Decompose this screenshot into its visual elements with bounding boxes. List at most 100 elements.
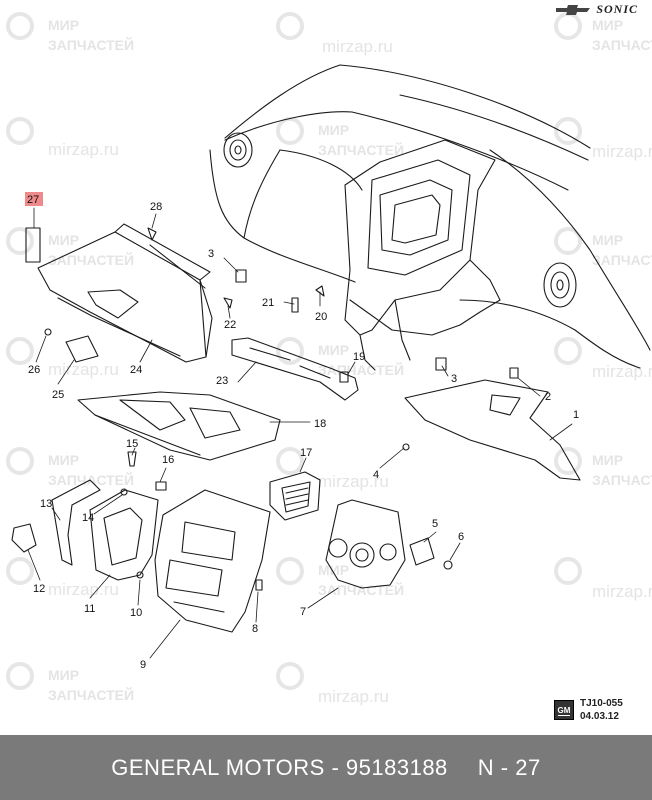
watermark: МИР ЗАПЧАСТЕЙ	[6, 662, 134, 703]
callout-4: 4	[373, 469, 379, 481]
watermark-line1: МИР	[318, 342, 349, 358]
radio-bezel	[154, 489, 271, 633]
watermark: МИР ЗАПЧАСТЕЙ	[276, 117, 404, 158]
watermark-line2: ЗАПЧАСТЕЙ	[48, 251, 134, 268]
reference-date: 04.03.12	[580, 711, 619, 722]
watermark: МИР ЗАПЧАСТЕЙ	[554, 227, 652, 268]
model-name: SONIC	[596, 2, 638, 16]
brand-mark: SONIC	[556, 2, 638, 17]
callout-23: 23	[216, 375, 228, 387]
exploded-parts-diagram: МИР ЗАПЧАСТЕЙ mirzap.ru МИР ЗАПЧАСТЕЙ mi…	[6, 12, 652, 706]
watermark-line2: ЗАПЧАСТЕЙ	[48, 36, 134, 53]
callout-27-highlighted: 27	[27, 194, 39, 206]
watermark-line2: ЗАПЧАСТЕЙ	[592, 251, 652, 268]
callout-28: 28	[150, 201, 162, 213]
watermark: mirzap.ru	[554, 557, 652, 601]
watermark: МИР ЗАПЧАСТЕЙ	[276, 557, 404, 598]
watermark: mirzap.ru	[276, 12, 393, 56]
callout-25: 25	[52, 389, 64, 401]
reference-block: GM TJ10-055 04.03.12	[554, 698, 646, 724]
gm-logo-icon: GM	[554, 700, 574, 720]
watermark-url: mirzap.ru	[592, 362, 652, 381]
chevrolet-bowtie-icon	[556, 4, 591, 15]
callout-3: 3	[451, 373, 457, 385]
watermark-line2: ЗАПЧАСТЕЙ	[592, 471, 652, 488]
watermark-line2: ЗАПЧАСТЕЙ	[592, 36, 652, 53]
watermark-line1: МИР	[48, 232, 79, 248]
callout-13: 13	[40, 498, 52, 510]
watermark-line2: ЗАПЧАСТЕЙ	[48, 686, 134, 703]
callout-10: 10	[130, 607, 142, 619]
callout-14: 14	[82, 512, 94, 524]
footer-bar: GENERAL MOTORS - 95183188 N - 27	[0, 735, 652, 800]
lower-trim-panel	[77, 391, 281, 461]
watermark-line2: ЗАПЧАСТЕЙ	[48, 471, 134, 488]
watermark-line1: МИР	[48, 452, 79, 468]
callout-7: 7	[300, 606, 306, 618]
watermark: МИР ЗАПЧАСТЕЙ	[6, 227, 134, 268]
highlight-box	[25, 192, 43, 206]
watermark-url: mirzap.ru	[48, 140, 119, 159]
callout-12: 12	[33, 583, 45, 595]
watermark: МИР ЗАПЧАСТЕЙ	[6, 447, 134, 488]
watermark: mirzap.ru	[6, 117, 119, 159]
watermark-line2: ЗАПЧАСТЕЙ	[318, 361, 404, 378]
support-bracket	[231, 337, 359, 401]
watermark-url: mirzap.ru	[318, 687, 389, 706]
callout-labels: 1 2 3 3 4 5 6 7 8 9 10 11 12 13 14 15 16…	[25, 192, 579, 671]
watermark: mirzap.ru	[554, 337, 652, 381]
watermark: МИР ЗАПЧАСТЕЙ	[6, 12, 134, 53]
center-console-frame	[344, 139, 501, 371]
footer-page-ref: N - 27	[477, 754, 541, 780]
callout-18: 18	[314, 418, 326, 430]
watermark: mirzap.ru	[6, 557, 119, 599]
small-fasteners	[25, 227, 519, 591]
watermark-url: mirzap.ru	[592, 142, 652, 161]
callout-6: 6	[458, 531, 464, 543]
footer-part-number: GENERAL MOTORS - 95183188	[111, 754, 448, 780]
watermark-line2: ЗАПЧАСТЕЙ	[318, 141, 404, 158]
footer-text: GENERAL MOTORS - 95183188 N - 27	[111, 755, 540, 781]
right-side-trim	[404, 379, 581, 481]
center-air-vent	[269, 471, 321, 521]
watermark-url: mirzap.ru	[322, 37, 393, 56]
callout-19: 19	[353, 351, 365, 363]
callout-5: 5	[432, 518, 438, 530]
callout-16: 16	[162, 454, 174, 466]
watermark-url: mirzap.ru	[318, 472, 389, 491]
watermark-line1: МИР	[592, 232, 623, 248]
watermark-url: mirzap.ru	[48, 580, 119, 599]
callout-8: 8	[252, 623, 258, 635]
callout-26: 26	[28, 364, 40, 376]
watermark: mirzap.ru	[6, 337, 119, 379]
callout-15: 15	[126, 438, 138, 450]
callout-24: 24	[130, 364, 142, 376]
reference-code: TJ10-055	[580, 698, 623, 709]
callout-9: 9	[140, 659, 146, 671]
callout-3: 3	[208, 248, 214, 260]
callout-17: 17	[300, 447, 312, 459]
callout-20: 20	[315, 311, 327, 323]
dashboard-outline	[209, 64, 651, 369]
leader-lines	[27, 207, 573, 659]
watermark-line1: МИР	[318, 562, 349, 578]
watermark: МИР ЗАПЧАСТЕЙ	[554, 12, 652, 53]
watermark: МИР ЗАПЧАСТЕЙ	[554, 447, 652, 488]
watermark: mirzap.ru	[276, 662, 389, 706]
watermark-line1: МИР	[48, 667, 79, 683]
callout-2: 2	[545, 391, 551, 403]
callout-22: 22	[224, 319, 236, 331]
climate-controls	[325, 499, 406, 589]
watermark-line1: МИР	[592, 17, 623, 33]
watermark-line1: МИР	[318, 122, 349, 138]
watermark-line1: МИР	[592, 452, 623, 468]
callout-11: 11	[84, 603, 95, 615]
watermark: mirzap.ru	[554, 117, 652, 161]
callout-1: 1	[573, 409, 579, 421]
watermark-layer: МИР ЗАПЧАСТЕЙ mirzap.ru МИР ЗАПЧАСТЕЙ mi…	[6, 12, 652, 706]
left-bezel-parts	[11, 479, 159, 581]
watermark: mirzap.ru	[276, 447, 389, 491]
parts-line-art	[11, 64, 651, 659]
watermark-line1: МИР	[48, 17, 79, 33]
watermark-url: mirzap.ru	[48, 360, 119, 379]
